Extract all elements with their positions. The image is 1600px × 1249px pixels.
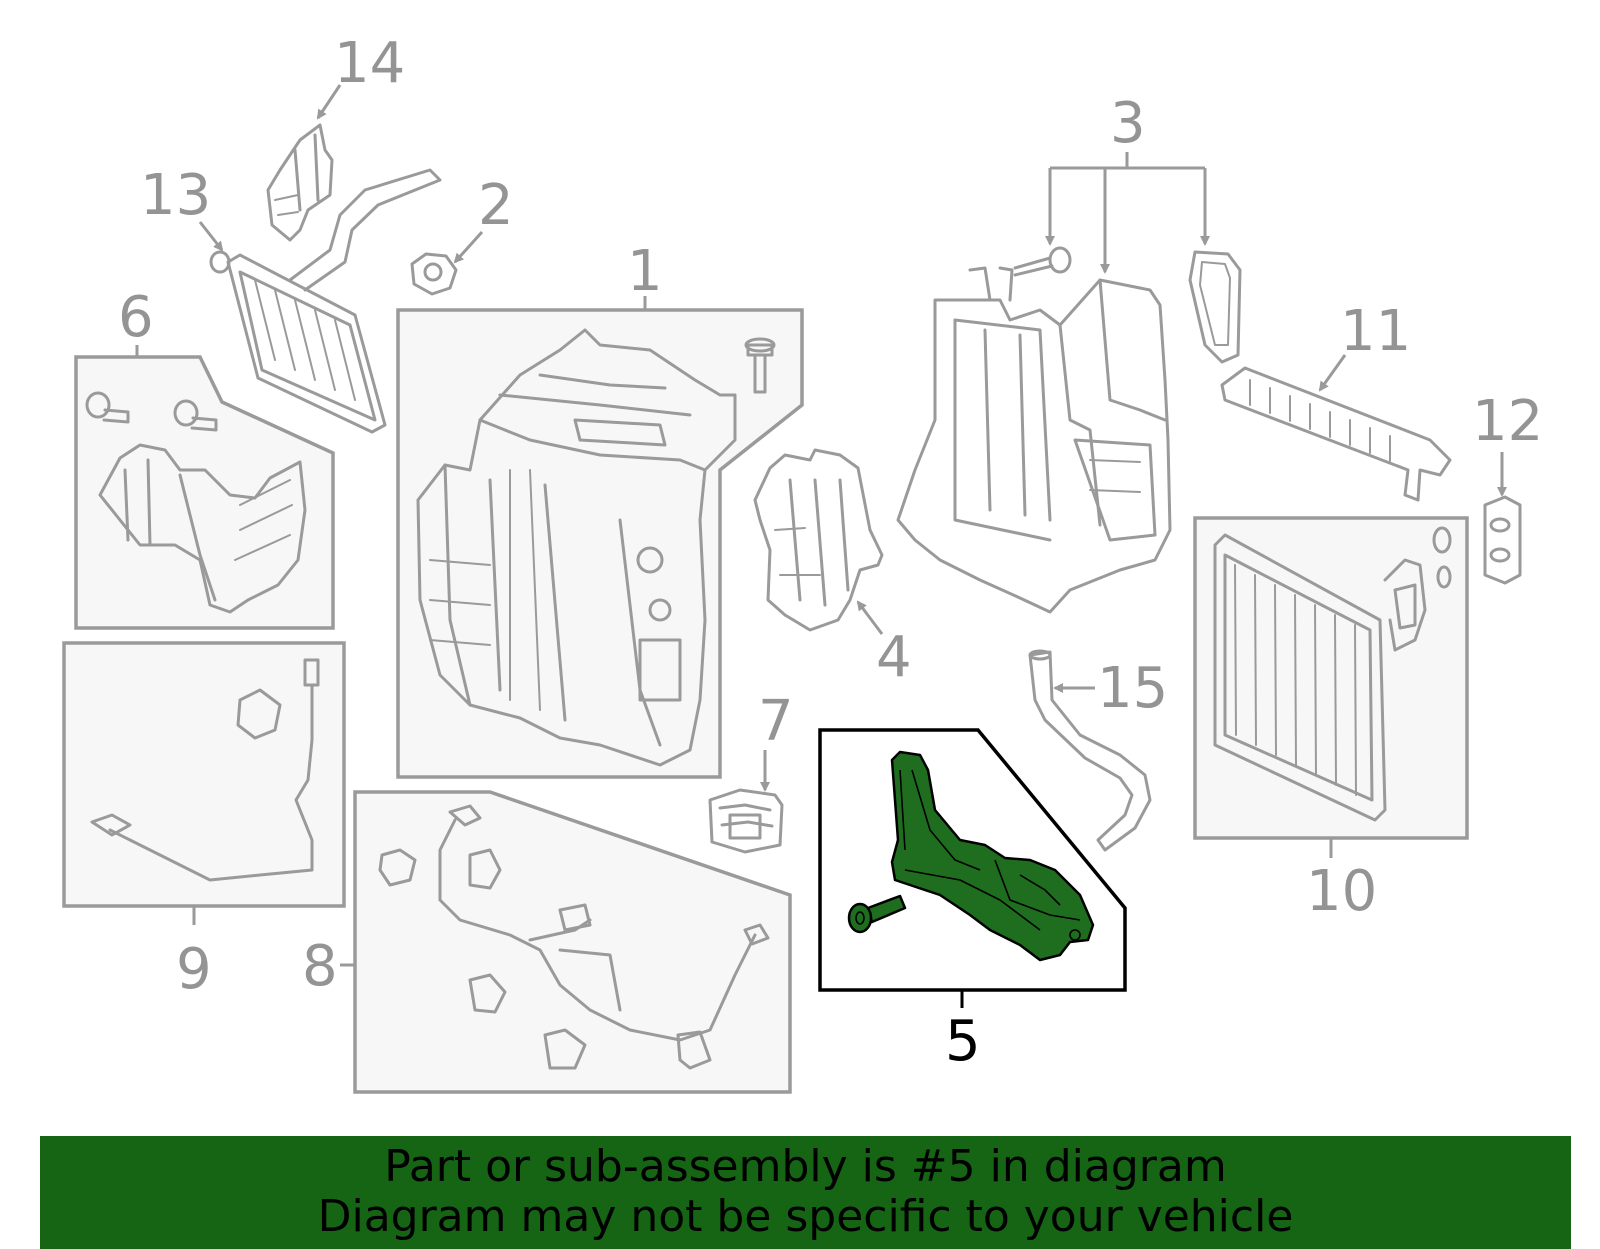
banner-line-1: Part or sub-assembly is #5 in diagram	[384, 1141, 1227, 1192]
callout-1: 1	[627, 239, 663, 304]
parts-diagram: 1 2 3 4	[62, 31, 1543, 1094]
part-14-bracket[interactable]	[266, 84, 342, 242]
callout-12: 12	[1472, 389, 1543, 454]
info-banner: Part or sub-assembly is #5 in diagram Di…	[40, 1136, 1571, 1249]
part-4-duct[interactable]	[753, 448, 884, 635]
callout-13: 13	[140, 163, 211, 228]
part-5-highlighted[interactable]	[847, 750, 1095, 962]
part-11-filter-cover[interactable]	[1220, 354, 1452, 502]
part-9-sensor[interactable]	[90, 658, 320, 882]
part-2-nut[interactable]	[410, 230, 484, 296]
callout-3: 3	[1110, 91, 1146, 156]
callout-10: 10	[1306, 859, 1377, 924]
part-6-actuator[interactable]	[85, 391, 307, 614]
part-13-heater-core[interactable]	[198, 168, 442, 434]
group-box-6	[74, 345, 335, 630]
banner-line-2: Diagram may not be specific to your vehi…	[317, 1191, 1294, 1242]
part-12-valve[interactable]	[1483, 452, 1522, 585]
callout-4: 4	[876, 625, 912, 690]
callout-6: 6	[118, 285, 154, 350]
group-box-1	[396, 296, 804, 779]
callout-2: 2	[478, 173, 514, 238]
part-7-resistor[interactable]	[708, 750, 784, 854]
part-8-harness[interactable]	[378, 804, 770, 1070]
group-box-8	[340, 790, 792, 1094]
callout-9: 9	[176, 937, 212, 1002]
part-10-evaporator[interactable]	[1213, 526, 1452, 822]
part-15-drain-hose[interactable]	[1028, 649, 1152, 852]
callout-14: 14	[334, 31, 405, 96]
callout-11: 11	[1340, 299, 1411, 364]
callout-15: 15	[1097, 656, 1168, 721]
part-1-heater-unit[interactable]	[416, 328, 776, 767]
callout-7: 7	[758, 689, 794, 754]
callout-5: 5	[945, 1009, 981, 1074]
group-box-9	[62, 641, 346, 925]
callout-8: 8	[302, 934, 338, 999]
part-3-case[interactable]	[896, 152, 1242, 614]
